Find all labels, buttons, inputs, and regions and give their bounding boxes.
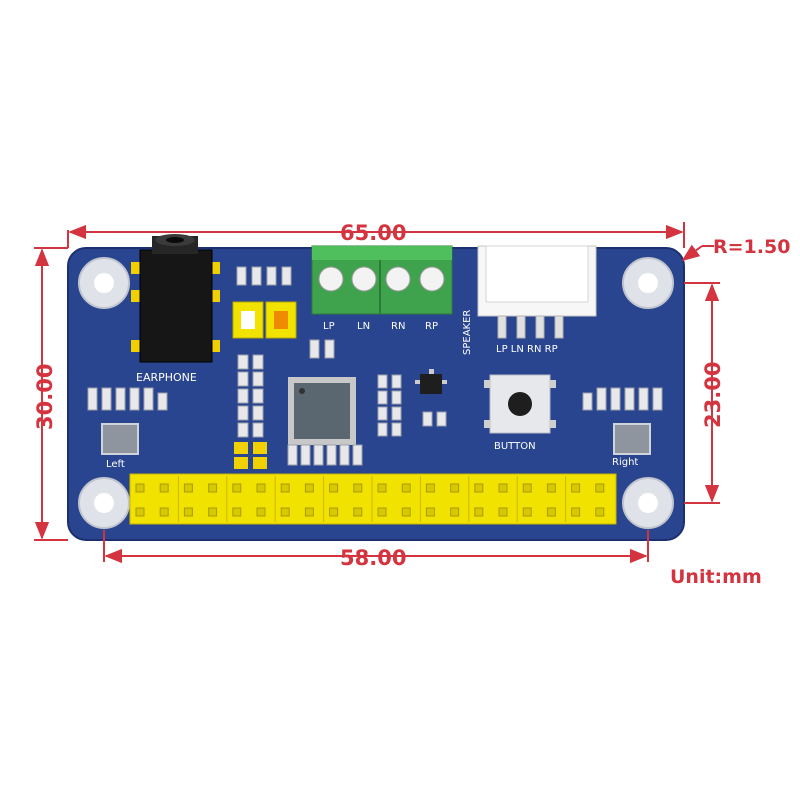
header-pin (474, 507, 484, 517)
header-pin (329, 483, 339, 493)
dimension-left (34, 247, 68, 541)
mounting-hole-bottom-left (78, 477, 130, 529)
header-pin (208, 483, 218, 493)
switch-pad-left (101, 423, 139, 455)
resistor-pair-center (309, 339, 335, 359)
header-pin (280, 483, 290, 493)
header-pin (522, 483, 532, 493)
gpio-header (129, 473, 617, 525)
header-pin (304, 483, 314, 493)
earphone-jack (131, 234, 220, 363)
terminal-rp-label: RP (425, 321, 438, 332)
yellow-pad-block (234, 442, 267, 469)
right-label: Right (612, 457, 638, 468)
header-pin (498, 507, 508, 517)
header-pin (280, 507, 290, 517)
header-pin (232, 483, 242, 493)
switch-pad-right (613, 423, 651, 455)
mounting-hole-top-right (622, 257, 674, 309)
speaker-connector (477, 245, 597, 339)
connector-pin-labels: LP LN RN RP (496, 344, 558, 355)
header-pin (450, 483, 460, 493)
header-pin (401, 483, 411, 493)
terminal-ln-label: LN (357, 321, 370, 332)
header-pin (353, 507, 363, 517)
audio-codec-chip (288, 377, 356, 445)
header-pin (329, 507, 339, 517)
speaker-label: SPEAKER (462, 310, 473, 355)
header-pin (546, 483, 556, 493)
resistor-array-right (582, 387, 663, 411)
header-pin (256, 507, 266, 517)
header-pin (256, 483, 266, 493)
header-pin (401, 507, 411, 517)
dimension-top (67, 222, 685, 248)
width-dimension-label: 65.00 (340, 221, 406, 245)
corner-radius-leader (681, 244, 714, 262)
header-pin (135, 483, 145, 493)
dimension-right (684, 282, 720, 504)
corner-radius-label: R=1.50 (713, 236, 790, 258)
header-pin (425, 483, 435, 493)
header-pin (571, 507, 581, 517)
earphone-label: EARPHONE (136, 371, 197, 384)
resistor-array-left (87, 387, 168, 411)
resistor-grid-middle (377, 374, 402, 437)
screw-terminal-block (311, 245, 453, 315)
header-pin (232, 507, 242, 517)
header-pin (353, 483, 363, 493)
transistor (415, 369, 447, 394)
header-pin (377, 507, 387, 517)
header-pin (546, 507, 556, 517)
unit-label: Unit:mm (670, 566, 762, 588)
header-pin (571, 483, 581, 493)
header-pin (522, 507, 532, 517)
terminal-lp-label: LP (323, 321, 335, 332)
header-pin (377, 483, 387, 493)
header-pin (304, 507, 314, 517)
led-left (232, 301, 264, 339)
resistor-column (237, 354, 264, 438)
header-pin (159, 483, 169, 493)
header-pin (183, 483, 193, 493)
button-label: BUTTON (494, 441, 536, 452)
push-button (484, 374, 556, 434)
terminal-rn-label: RN (391, 321, 405, 332)
header-pin (159, 507, 169, 517)
resistor-row-top (236, 266, 292, 286)
header-pin (135, 507, 145, 517)
header-pin (183, 507, 193, 517)
header-pin (498, 483, 508, 493)
hole-spacing-x-label: 58.00 (340, 546, 406, 570)
header-pin (425, 507, 435, 517)
header-pin (595, 507, 605, 517)
header-pin (450, 507, 460, 517)
mounting-hole-top-left (78, 257, 130, 309)
header-pin (595, 483, 605, 493)
led-right (265, 301, 297, 339)
resistor-row-below-chip (287, 444, 363, 466)
header-pin (208, 507, 218, 517)
mounting-hole-bottom-right (622, 477, 674, 529)
height-dimension-label: 30.00 (33, 364, 57, 430)
left-label: Left (106, 459, 125, 470)
dimension-bottom (103, 530, 649, 564)
header-pin (474, 483, 484, 493)
capacitor-pair (422, 411, 447, 427)
hole-spacing-y-label: 23.00 (701, 362, 725, 428)
